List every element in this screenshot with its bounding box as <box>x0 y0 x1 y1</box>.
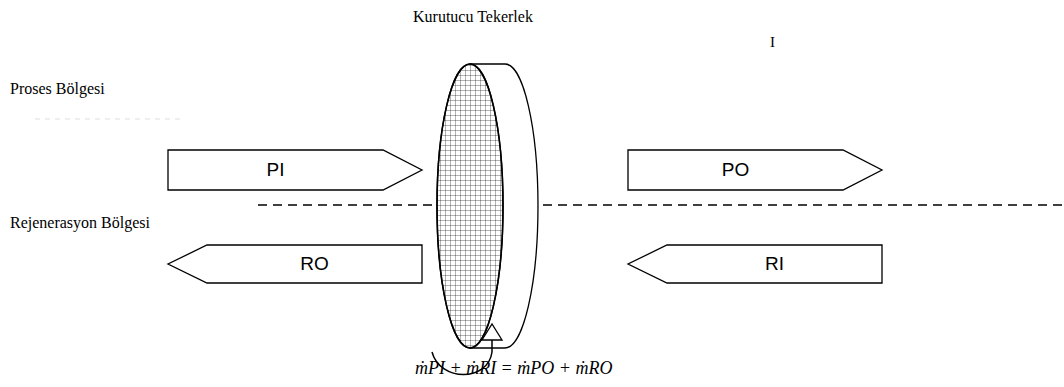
flow-arrow-box: PI <box>168 150 422 190</box>
mass-balance-equation: ṁPI + ṁRI = ṁPO + ṁRO <box>415 358 612 379</box>
wheel-face <box>437 64 503 348</box>
stream-label: RO <box>207 245 422 283</box>
faint-line <box>35 119 180 120</box>
arrow-shape <box>628 245 882 283</box>
stream-label: PO <box>628 150 843 190</box>
stream-label: RI <box>667 245 882 283</box>
stream-label: PI <box>168 150 383 190</box>
arrow-shape <box>628 150 882 190</box>
arrow-outline <box>628 150 882 190</box>
text-label: Proses Bölgesi <box>10 80 105 98</box>
arrow-outline <box>628 245 882 283</box>
arrow-shape <box>168 245 422 283</box>
arrow-outline <box>168 245 422 283</box>
text-label: Kurutucu Tekerlek <box>413 8 533 26</box>
zone-separator <box>258 204 1064 205</box>
flow-arrow-box: RO <box>168 245 422 283</box>
arrow-shape <box>168 150 422 190</box>
text-label: I <box>770 34 775 51</box>
wheel-honeycomb <box>437 64 503 348</box>
arrow-outline <box>168 150 422 190</box>
text-label: Rejenerasyon Bölgesi <box>10 214 150 232</box>
wheel-face-outline <box>437 64 503 348</box>
flow-arrow-box: RI <box>628 245 882 283</box>
rotation-arrowhead <box>482 324 502 340</box>
flow-arrow-box: PO <box>628 150 882 190</box>
